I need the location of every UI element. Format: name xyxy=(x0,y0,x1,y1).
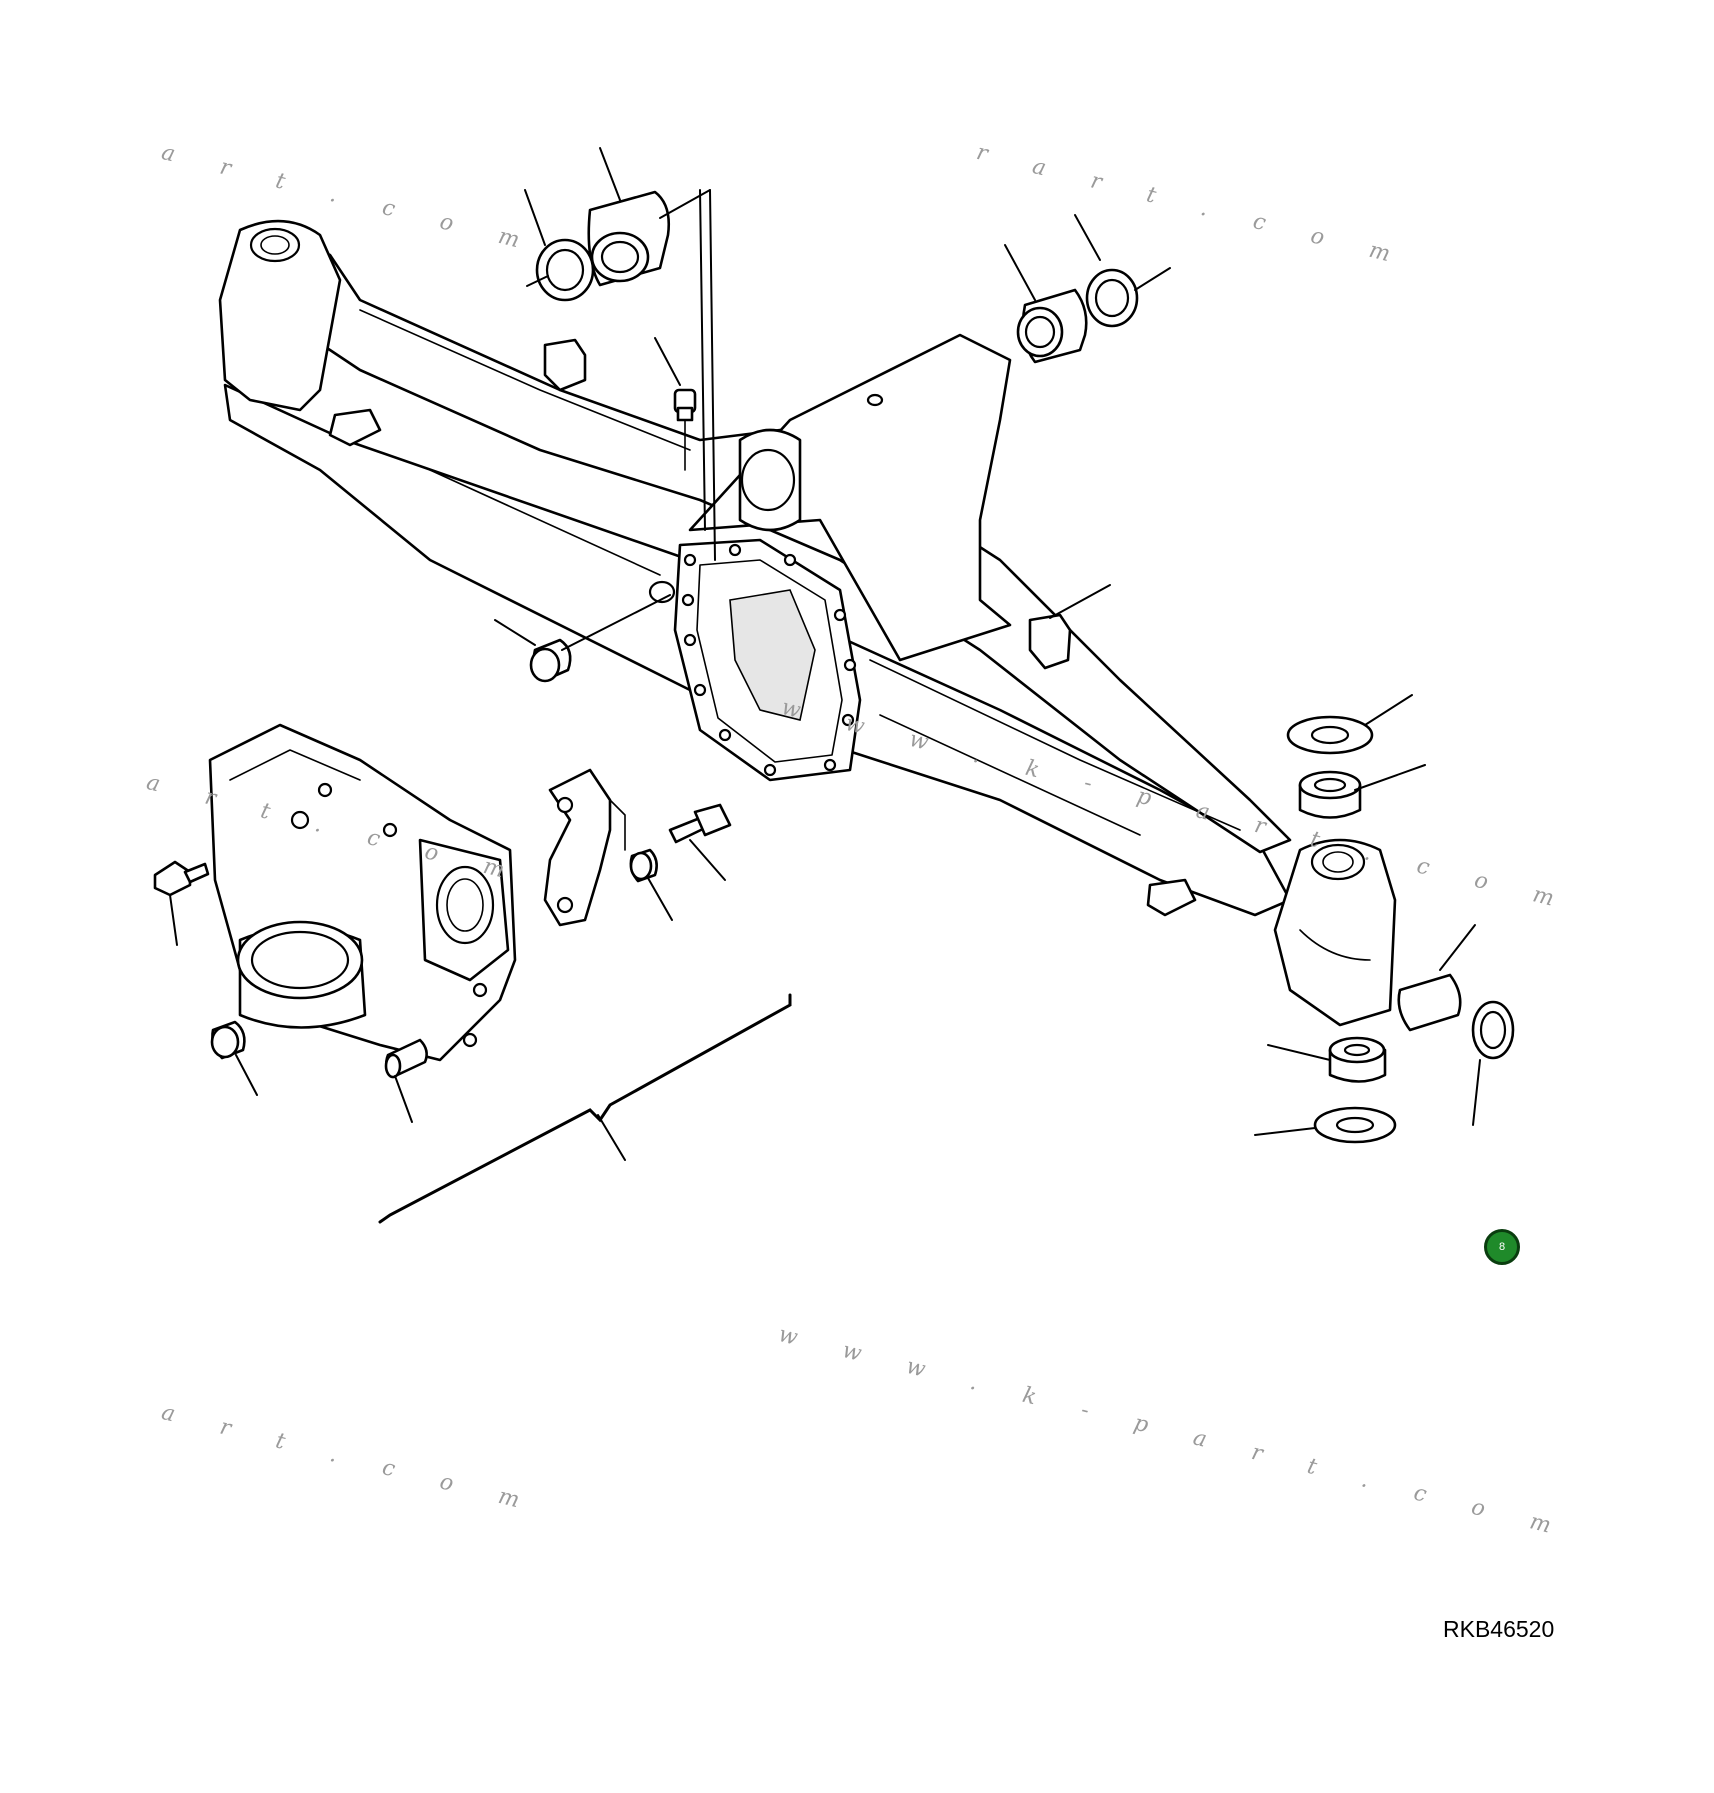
upper-left-bushing-set xyxy=(535,190,670,302)
grease-fitting xyxy=(673,388,697,471)
side-plug xyxy=(529,638,572,683)
bearing-cap xyxy=(543,768,626,927)
axle-housing xyxy=(218,219,1397,1027)
page-number-badge: 8 xyxy=(1484,1229,1520,1265)
upper-right-bushing-set xyxy=(1016,268,1139,364)
carrier-housing xyxy=(208,723,517,1062)
leader-lines xyxy=(169,147,1481,1136)
group-bracket xyxy=(378,993,792,1224)
right-washer-stack xyxy=(1286,715,1515,1144)
drawing-code-label: RKB46520 xyxy=(1443,1616,1555,1642)
hardware xyxy=(153,803,732,1079)
